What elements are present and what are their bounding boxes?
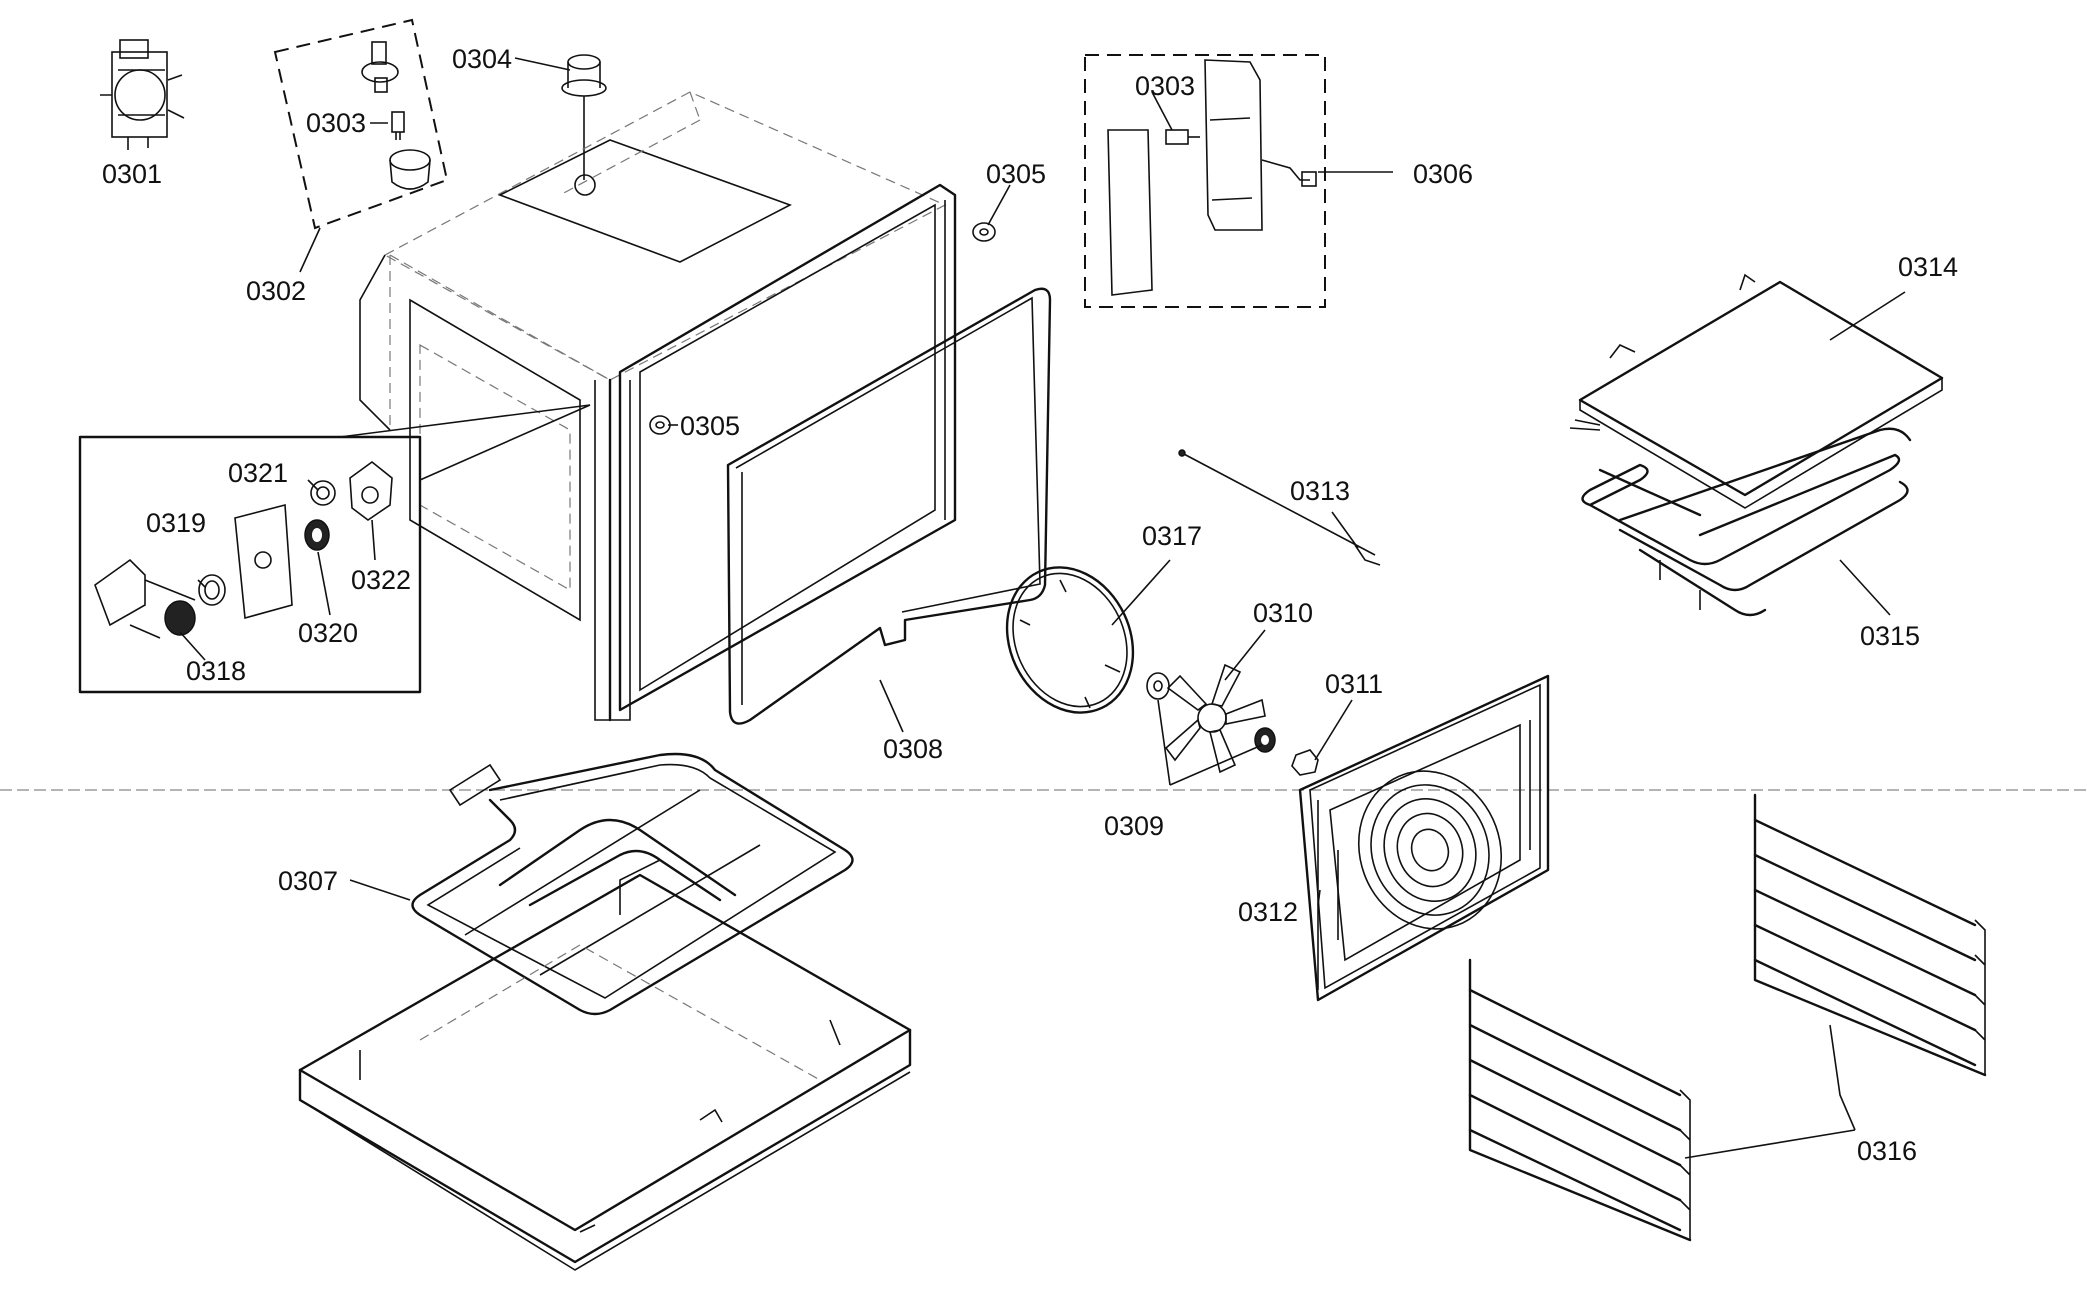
callout-0318: 0318	[186, 656, 246, 686]
part-0301-switch-motor	[100, 39, 185, 150]
callout-0314: 0314	[1898, 252, 1958, 282]
callout-0313: 0313	[1290, 476, 1350, 506]
part-0321-grommet	[310, 480, 336, 506]
part-0315-heating-element	[1569, 419, 1912, 617]
part-0320-bushing	[304, 519, 330, 551]
callout-0311: 0311	[1325, 669, 1383, 699]
part-0302-lamp-cover	[389, 149, 431, 190]
leader-lines	[179, 57, 1906, 1159]
callout-0305-upper: 0305	[986, 159, 1046, 189]
part-0302-group-box	[273, 18, 449, 230]
part-0308-door-gasket	[726, 287, 1052, 725]
callout-0301: 0301	[102, 159, 162, 189]
part-0303-bulb-right	[1165, 129, 1200, 145]
callout-0303-left: 0303	[306, 108, 366, 138]
oven-cavity	[359, 91, 957, 722]
part-0309-washer-left	[1146, 672, 1170, 700]
detail-inset-pointer	[339, 404, 591, 481]
part-0320-plate	[234, 503, 293, 620]
part-0305-nut-upper	[972, 222, 996, 242]
callout-0303-right: 0303	[1135, 71, 1195, 101]
part-0309-washer-right	[1254, 727, 1276, 753]
callout-0321: 0321	[228, 458, 288, 488]
part-0306-group-box	[1084, 54, 1326, 308]
callout-0302: 0302	[246, 276, 306, 306]
part-0313-probe-rod	[1178, 449, 1381, 566]
callout-0306: 0306	[1413, 159, 1473, 189]
part-0303-lamp-small	[391, 111, 405, 140]
part-0305-nut-lower	[649, 415, 671, 435]
callout-0317: 0317	[1142, 521, 1202, 551]
detail-inset-box	[78, 435, 422, 694]
callout-0310: 0310	[1253, 598, 1313, 628]
callout-0309: 0309	[1104, 811, 1164, 841]
callout-0316: 0316	[1857, 1136, 1917, 1166]
part-0303-bulb-top	[361, 41, 399, 93]
oven-bottom-tray	[298, 859, 912, 1271]
part-0312-back-panel	[1298, 674, 1550, 1002]
part-0306-lamp-housing	[1107, 59, 1317, 296]
part-0316-rack-guide-left	[1468, 958, 1692, 1242]
part-0307-bake-element	[411, 752, 854, 1016]
callout-0315: 0315	[1860, 621, 1920, 651]
part-0304-connector	[561, 54, 607, 180]
part-0308-gasket-inner	[735, 296, 1041, 705]
part-0322-bracket	[349, 460, 393, 521]
callout-0308: 0308	[883, 734, 943, 764]
callout-0304: 0304	[452, 44, 512, 74]
callout-0320: 0320	[298, 618, 358, 648]
callout-0305-lower: 0305	[680, 411, 740, 441]
callout-0319: 0319	[146, 508, 206, 538]
part-0314-top-plate	[1578, 273, 1944, 509]
part-0318-thermostat-bracket	[94, 558, 196, 639]
part-0310-fan-blade	[1164, 663, 1266, 774]
part-0311-nut	[1291, 749, 1319, 776]
callout-0322: 0322	[351, 565, 411, 595]
callout-0312: 0312	[1238, 897, 1298, 927]
callout-0307: 0307	[278, 866, 338, 896]
part-0319-ring	[198, 574, 226, 606]
part-0316-rack-guide-right	[1753, 793, 1987, 1077]
part-0317-fan-ring	[1005, 566, 1135, 714]
